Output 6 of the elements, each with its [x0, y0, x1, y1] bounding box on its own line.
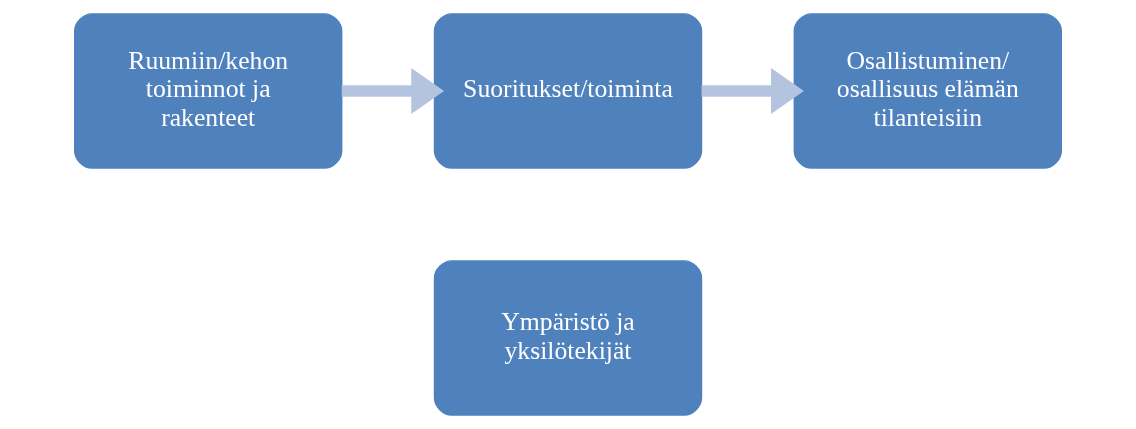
- arrow: [701, 68, 804, 114]
- node-box: Ympäristö ja yksilötekijät: [433, 260, 703, 416]
- node-box: Ruumiin/kehon toiminnot ja rakenteet: [74, 13, 343, 169]
- node-box: Osallistuminen/ osallisuus elämän tilanteisiin: [793, 13, 1062, 169]
- node-box: Suoritukset/toiminta: [433, 13, 703, 169]
- arrow: [341, 68, 445, 114]
